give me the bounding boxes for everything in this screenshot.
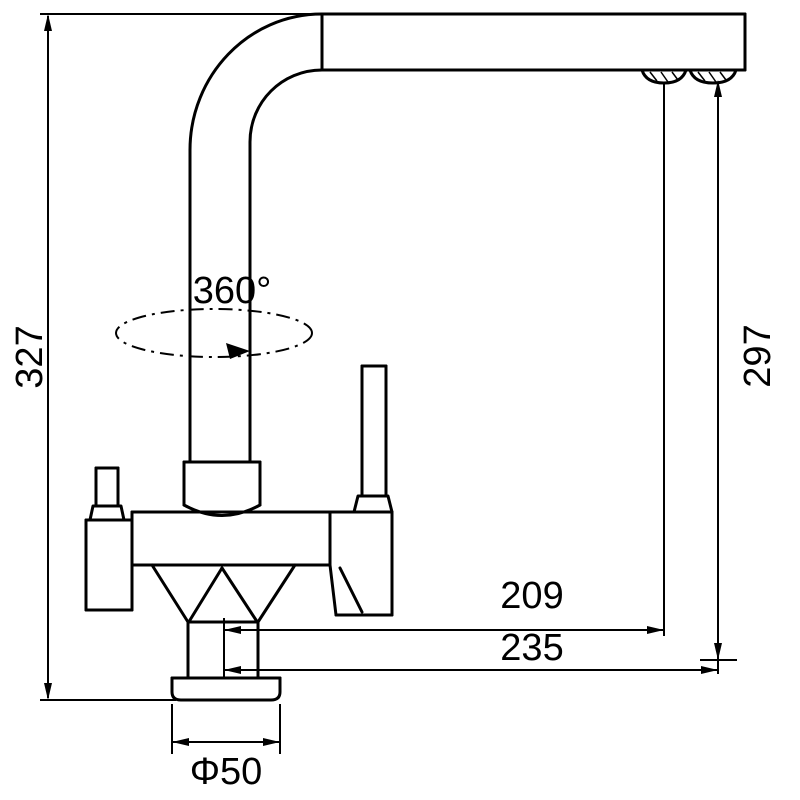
arrowhead-up	[44, 14, 52, 31]
dimension-reach-near: 209	[223, 84, 665, 678]
arrowhead-up	[714, 80, 722, 97]
base-diameter-label: Φ50	[190, 751, 263, 793]
rotation-arrowhead	[226, 343, 250, 359]
dimension-reach-far: 235	[224, 627, 718, 674]
aerator-outlets	[640, 68, 738, 85]
dimension-outlet-height: 297	[700, 80, 779, 674]
left-handle	[84, 466, 134, 612]
arrowhead-down	[714, 643, 722, 660]
arrowhead-left	[172, 738, 189, 746]
arrowhead-right	[263, 738, 280, 746]
arrowhead-right	[647, 626, 664, 634]
dimension-base-diameter: Φ50	[171, 704, 281, 793]
arrowhead-left	[224, 626, 241, 634]
body-cone	[150, 563, 297, 624]
faucet-outline	[84, 12, 747, 702]
right-handle	[328, 364, 394, 617]
arrowhead-left	[224, 666, 241, 674]
faucet-body	[130, 510, 332, 612]
swivel-angle-label: 360°	[193, 270, 272, 312]
arrowhead-down	[44, 683, 52, 700]
reach-near-label: 209	[500, 575, 563, 617]
outlet-height-label: 297	[737, 324, 779, 387]
base	[170, 620, 282, 702]
rotation-ellipse	[115, 308, 313, 358]
overall-height-label: 327	[9, 325, 51, 388]
swivel-annotation: 360°	[115, 270, 313, 359]
riser-collar	[182, 460, 262, 517]
reach-far-label: 235	[500, 627, 563, 669]
spout	[188, 12, 747, 464]
arrowhead-right	[701, 666, 718, 674]
dimension-overall-height: 327	[9, 13, 322, 701]
